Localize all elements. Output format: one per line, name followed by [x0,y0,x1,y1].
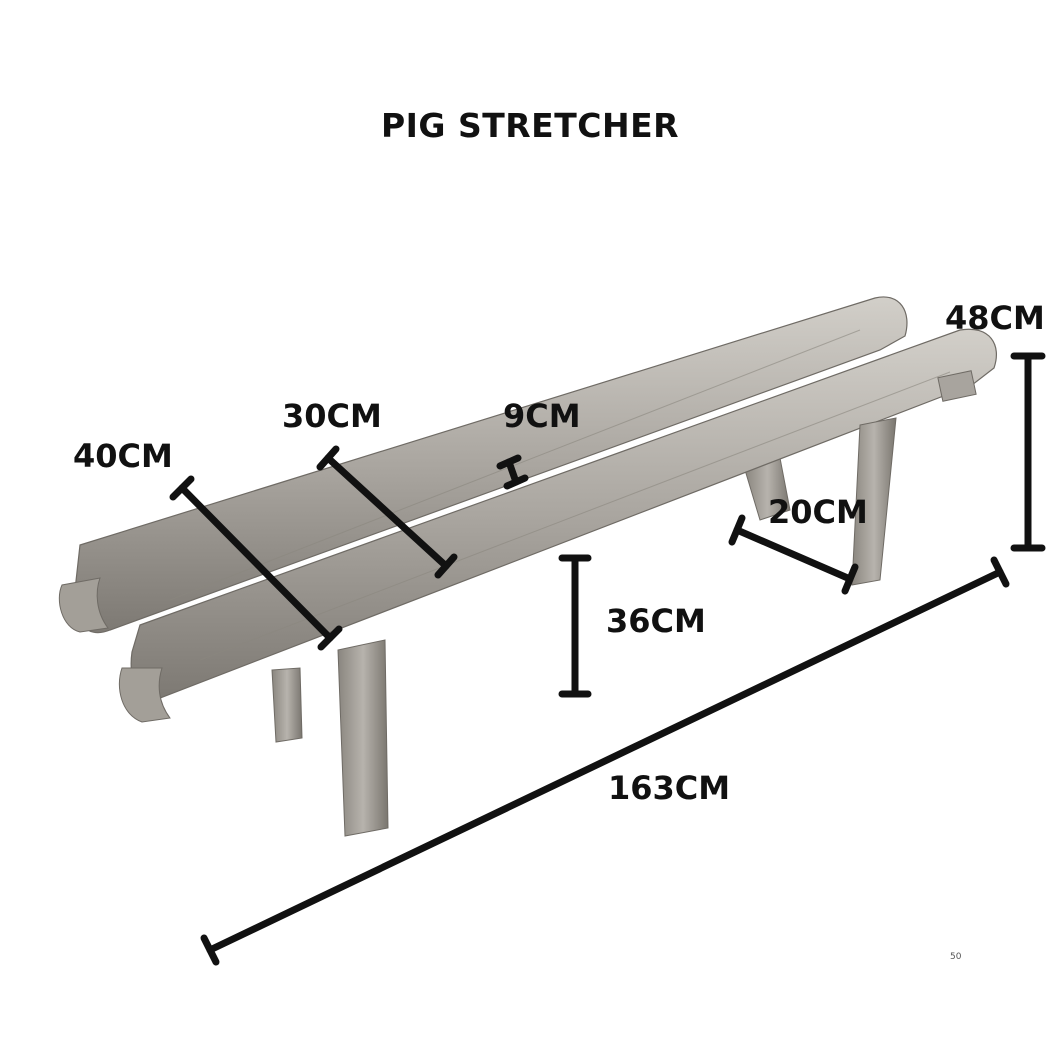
front-left-leg [337,639,389,837]
dimension-label-depth: 40CM [73,437,173,475]
dimension-label-leg-spread: 20CM [768,493,868,531]
dimension-line-48cm [1010,352,1046,552]
dimension-lines [169,352,1046,966]
bench-illustration [58,296,997,837]
dimension-line-36cm [558,554,592,698]
front-right-leg [851,417,897,586]
rear-log [73,296,908,634]
back-left-leg [271,667,303,743]
dimension-label-overall-length: 163CM [608,769,731,807]
dimension-label-height: 48CM [945,299,1045,337]
dimension-line-30cm [316,445,458,579]
dimension-label-seat-height: 36CM [606,602,706,640]
page-title: PIG STRETCHER [380,106,680,145]
dimension-label-log-width: 30CM [282,397,382,435]
dimension-line-9cm [496,454,529,490]
front-log-end [118,667,171,723]
dimension-label-gap: 9CM [503,397,581,435]
rear-log-end [58,577,109,633]
dimension-line-163cm [200,556,1010,966]
dimension-line-20cm [728,514,859,595]
peg [937,370,977,402]
dimension-line-40cm [169,475,343,651]
page-number: 50 [950,952,962,962]
